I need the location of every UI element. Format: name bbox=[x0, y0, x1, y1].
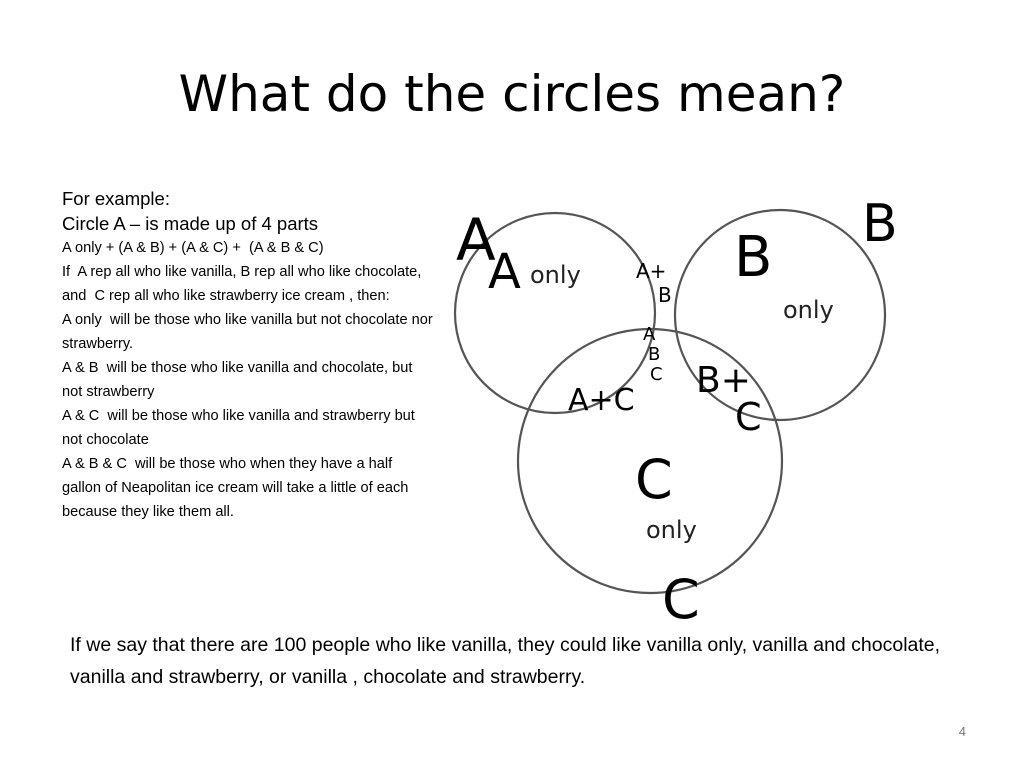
region-b-only-letter: B bbox=[734, 225, 772, 290]
region-a-only-letter: A bbox=[488, 244, 521, 300]
region-c-only-word: only bbox=[646, 516, 697, 544]
text-line-a-b-c: A & B & C will be those who when they ha… bbox=[62, 456, 413, 520]
region-ac-label: A+C bbox=[568, 383, 635, 418]
region-bc-line-2: C bbox=[735, 395, 762, 439]
text-line-a-only: A only will be those who like vanilla bu… bbox=[62, 312, 437, 352]
circle-label-b: B bbox=[862, 194, 898, 254]
region-bc-line-1: B+ bbox=[696, 360, 751, 401]
region-ab-line-1: A+ bbox=[636, 259, 666, 283]
explanation-text-block: For example: Circle A – is made up of 4 … bbox=[62, 186, 434, 524]
region-abc-line-2: B bbox=[648, 344, 660, 365]
text-line-circle-a-parts: Circle A – is made up of 4 parts bbox=[62, 213, 319, 234]
circle-b bbox=[673, 208, 887, 422]
circle-a bbox=[453, 211, 657, 415]
slide-title: What do the circles mean? bbox=[178, 65, 846, 123]
region-abc-line-3: C bbox=[650, 364, 663, 385]
circle-label-c: C bbox=[662, 568, 700, 628]
circle-c bbox=[516, 327, 784, 595]
page-number: 4 bbox=[958, 724, 966, 739]
venn-diagram: A B C A only B only C only A+ B A B C A+… bbox=[453, 194, 898, 628]
text-line-a-and-b: A & B will be those who like vanilla and… bbox=[62, 360, 417, 400]
region-ab-line-2: B bbox=[658, 283, 672, 307]
region-b-only-word: only bbox=[783, 296, 834, 324]
text-line-flavor-definitions: If A rep all who like vanilla, B rep all… bbox=[62, 264, 426, 304]
circle-label-a: A bbox=[456, 206, 496, 274]
text-line-a-and-c: A & C will be those who like vanilla and… bbox=[62, 408, 419, 448]
text-line-parts-formula: A only + (A & B) + (A & C) + (A & B & C) bbox=[62, 240, 324, 256]
region-c-only-letter: C bbox=[635, 448, 673, 511]
region-abc-line-1: A bbox=[643, 324, 656, 345]
text-line-for-example: For example: bbox=[62, 188, 170, 209]
bottom-paragraph: If we say that there are 100 people who … bbox=[70, 634, 941, 688]
region-a-only-word: only bbox=[530, 261, 581, 289]
